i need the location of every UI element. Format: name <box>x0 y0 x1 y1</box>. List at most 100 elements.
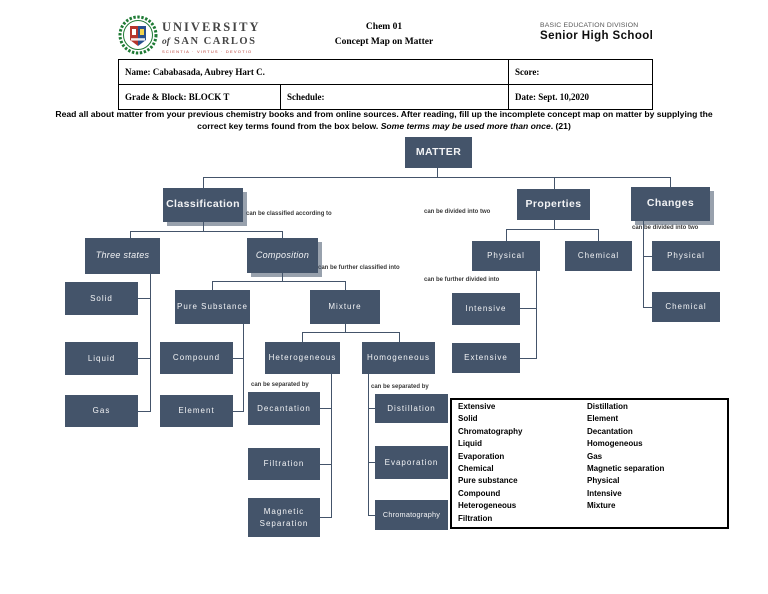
connector-line <box>399 332 400 342</box>
division-block: BASIC EDUCATION DIVISION Senior High Sch… <box>540 22 653 42</box>
connector-line <box>138 298 150 299</box>
connector-line <box>345 281 346 290</box>
instructions-punct: . ( <box>550 120 559 131</box>
node-intensive: Intensive <box>452 293 520 325</box>
connector-line <box>203 177 670 178</box>
connector-line <box>320 408 331 409</box>
university-name-of: of <box>162 37 170 47</box>
connector-line <box>331 374 332 518</box>
word-bank-item: Intensive <box>587 488 622 498</box>
word-bank-item: Heterogeneous <box>458 501 517 511</box>
connector-line <box>368 462 375 463</box>
connector-line <box>302 332 303 342</box>
score-field: Score: <box>508 59 653 85</box>
student-info-table: Name: Cababasada, Aubrey Hart C. Score: … <box>118 59 653 110</box>
schedule-field: Schedule: <box>280 84 509 110</box>
instructions: Read all about matter from your previous… <box>0 109 768 132</box>
node-extensive: Extensive <box>452 343 520 373</box>
connector-line <box>138 411 150 412</box>
school-label: Senior High School <box>540 30 654 42</box>
connector-line <box>345 324 346 333</box>
word-bank-item: Physical <box>587 476 620 486</box>
instructions-line1: Read all about matter from your previous… <box>55 109 713 119</box>
connector-line <box>130 231 131 238</box>
connector-line <box>643 307 652 308</box>
connector-line <box>203 222 204 232</box>
node-matter: MATTER <box>405 137 472 168</box>
edge-label-divided-changes: can be divided into two <box>632 225 699 231</box>
division-label: BASIC EDUCATION DIVISION <box>540 22 639 29</box>
connector-line <box>554 220 555 230</box>
connector-line <box>520 358 536 359</box>
connector-line <box>506 229 507 241</box>
word-bank-item: Compound <box>458 488 501 498</box>
usc-logo <box>118 15 158 55</box>
connector-line <box>320 464 331 465</box>
word-bank-item: Element <box>587 414 619 424</box>
university-motto: SCIENTIA · VIRTUS · DEVOTIO <box>162 49 253 54</box>
university-name: UNIVERSITY of SAN CARLOS SCIENTIA · VIRT… <box>162 20 261 54</box>
word-bank-item: Extensive <box>458 402 496 411</box>
connector-line <box>203 177 204 188</box>
word-bank-item: Magnetic separation <box>587 464 665 474</box>
node-three-states: Three states <box>85 238 160 274</box>
word-bank-item: Mixture <box>587 501 616 511</box>
instructions-close: ) <box>567 120 571 131</box>
course-code: Chem 01 <box>365 22 403 32</box>
word-bank-item: Evaporation <box>458 451 505 461</box>
node-evaporation: Evaporation <box>375 446 448 479</box>
connector-line <box>368 515 375 516</box>
connector-line <box>130 231 282 232</box>
edge-label-divided-properties: can be divided into two <box>424 209 491 215</box>
name-field: Name: Cababasada, Aubrey Hart C. <box>118 59 509 85</box>
university-name-line1: UNIVERSITY <box>162 20 261 34</box>
word-bank-item: Chemical <box>458 464 494 474</box>
node-chromatography: Chromatography <box>375 500 448 530</box>
node-mixture: Mixture <box>310 290 380 324</box>
node-pure-substance: Pure Substance <box>175 290 250 324</box>
node-homogeneous: Homogeneous <box>362 342 435 374</box>
node-filtration: Filtration <box>248 448 320 480</box>
node-chemical-change: Chemical <box>652 292 720 322</box>
node-chemical-property: Chemical <box>565 241 632 271</box>
node-classification: Classification <box>163 188 243 222</box>
edge-label-classified: can be classified according to <box>246 211 332 217</box>
usc-seal-icon <box>118 15 158 55</box>
word-bank-item: Homogeneous <box>587 439 643 449</box>
table-row: Grade & Block: BLOCK T Schedule: Date: S… <box>118 84 653 110</box>
connector-line <box>138 358 150 359</box>
node-physical-property: Physical <box>472 241 540 271</box>
word-bank-item: Filtration <box>458 513 493 523</box>
connector-line <box>670 177 671 187</box>
edge-label-separated-homo: can be separated by <box>371 384 429 390</box>
edge-label-further-classified: can be further classified into <box>318 265 400 271</box>
connector-line <box>282 231 283 238</box>
node-changes: Changes <box>631 187 710 221</box>
node-decantation: Decantation <box>248 392 320 425</box>
grade-block-field: Grade & Block: BLOCK T <box>118 84 281 110</box>
instructions-line2: correct key terms found from the box bel… <box>197 120 381 131</box>
connector-line <box>368 374 369 516</box>
node-properties: Properties <box>517 189 590 220</box>
connector-line <box>437 168 438 178</box>
node-liquid: Liquid <box>65 342 138 375</box>
word-bank-item: Gas <box>587 451 603 461</box>
document-title-block: Chem 01 Concept Map on Matter <box>0 20 768 49</box>
node-magnetic-separation: Magnetic Separation <box>248 498 320 537</box>
connector-line <box>150 274 151 412</box>
connector-line <box>536 271 537 359</box>
connector-line <box>233 358 243 359</box>
connector-line <box>643 221 644 308</box>
node-gas: Gas <box>65 395 138 427</box>
connector-line <box>243 324 244 412</box>
table-row: Name: Cababasada, Aubrey Hart C. Score: <box>118 59 653 85</box>
node-solid: Solid <box>65 282 138 315</box>
node-composition: Composition <box>247 238 318 273</box>
connector-line <box>368 408 375 409</box>
connector-line <box>643 256 652 257</box>
university-name-rest: SAN CARLOS <box>174 36 257 47</box>
